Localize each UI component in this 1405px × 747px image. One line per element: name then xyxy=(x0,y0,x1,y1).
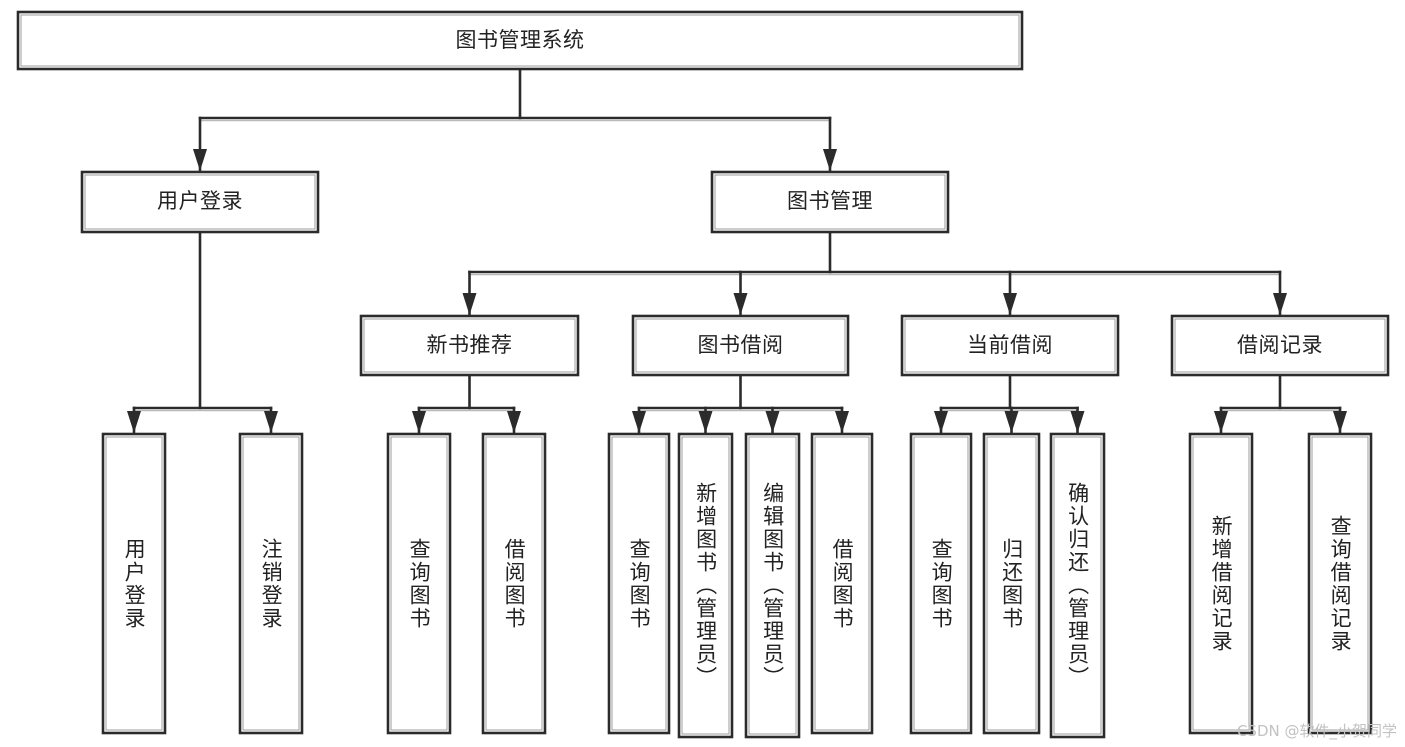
node-box-leaf-user-logout[interactable] xyxy=(238,432,304,735)
node-user-login[interactable] xyxy=(82,172,318,232)
node-box-leaf-cur-confirm[interactable] xyxy=(1049,432,1106,739)
node-box-leaf-brw-query[interactable] xyxy=(607,432,671,735)
node-box-new-book-rec[interactable] xyxy=(359,314,580,377)
node-leaf-user-login[interactable] xyxy=(103,434,165,733)
node-book-manage[interactable] xyxy=(712,172,948,232)
node-leaf-brw-add[interactable] xyxy=(679,434,732,737)
node-box-user-login[interactable] xyxy=(80,170,320,234)
node-box-leaf-user-login[interactable] xyxy=(101,432,167,735)
node-leaf-user-logout[interactable] xyxy=(240,434,302,733)
node-box-leaf-brw-edit[interactable] xyxy=(744,432,801,739)
node-leaf-cur-confirm[interactable] xyxy=(1051,434,1104,737)
node-borrow-record[interactable] xyxy=(1172,316,1388,375)
node-box-book-borrow[interactable] xyxy=(631,314,850,377)
node-box-leaf-cur-query[interactable] xyxy=(909,432,973,735)
node-box-leaf-cur-return[interactable] xyxy=(982,432,1041,735)
node-box-leaf-rec-add[interactable] xyxy=(1188,432,1254,735)
node-leaf-rec-borrow[interactable] xyxy=(483,434,545,733)
boxes-layer xyxy=(16,10,1390,739)
node-box-leaf-brw-add[interactable] xyxy=(677,432,734,739)
node-leaf-cur-return[interactable] xyxy=(984,434,1039,733)
edges-layer xyxy=(127,67,1347,435)
node-box-leaf-rec-borrow[interactable] xyxy=(481,432,547,735)
node-leaf-rec-add[interactable] xyxy=(1190,434,1252,733)
node-leaf-cur-query[interactable] xyxy=(911,434,971,733)
node-book-borrow[interactable] xyxy=(633,316,848,375)
node-leaf-brw-edit[interactable] xyxy=(746,434,799,737)
node-box-leaf-rec-query[interactable] xyxy=(386,432,452,735)
node-leaf-rec-search[interactable] xyxy=(1309,434,1371,733)
node-new-book-rec[interactable] xyxy=(361,316,578,375)
node-box-current-borrow[interactable] xyxy=(900,314,1120,377)
watermark-text: CSDN @软件_小贺同学 xyxy=(1236,722,1397,740)
node-box-root[interactable] xyxy=(16,10,1024,71)
node-box-leaf-rec-search[interactable] xyxy=(1307,432,1373,735)
node-box-book-manage[interactable] xyxy=(710,170,950,234)
node-current-borrow[interactable] xyxy=(902,316,1118,375)
node-leaf-rec-query[interactable] xyxy=(388,434,450,733)
node-box-leaf-brw-lend[interactable] xyxy=(810,432,874,735)
node-leaf-brw-query[interactable] xyxy=(609,434,669,733)
node-root[interactable] xyxy=(18,12,1022,69)
node-box-borrow-record[interactable] xyxy=(1170,314,1390,377)
node-leaf-brw-lend[interactable] xyxy=(812,434,872,733)
